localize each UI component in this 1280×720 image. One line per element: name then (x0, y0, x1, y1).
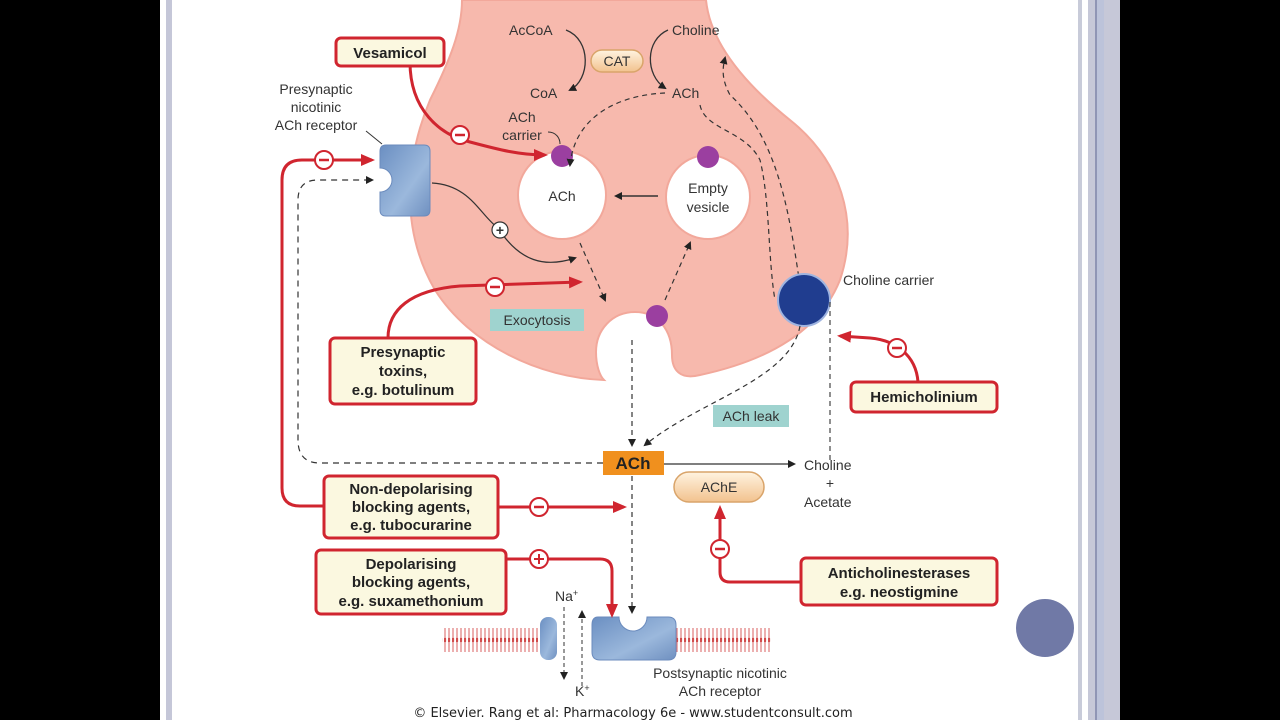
hemicholinium-arrow (837, 330, 920, 383)
acetyl-coa-label: AcCoA (509, 22, 553, 38)
exocytosis-label: Exocytosis (504, 312, 571, 328)
coa-label: CoA (530, 85, 558, 101)
copyright-footer: © Elsevier. Rang et al: Pharmacology 6e … (413, 706, 852, 720)
vesamicol-label: Vesamicol (353, 45, 426, 62)
ach-carrier-label-2: carrier (502, 127, 542, 143)
synaptic-ach-label: ACh (616, 454, 651, 473)
toxins-arrow (386, 276, 583, 339)
ach-carrier-label-1: ACh (508, 109, 535, 125)
choline-carrier-label: Choline carrier (843, 272, 934, 288)
empty-vesicle-carrier-dot (697, 146, 719, 168)
ach-leak-label: ACh leak (723, 408, 781, 424)
slide-nav-dot[interactable] (1016, 599, 1074, 657)
product-choline-label: Choline (804, 457, 852, 473)
right-border-stripe-4 (1097, 0, 1104, 720)
ach-out-dashed (699, 104, 776, 301)
synaptic-ach-box (603, 451, 664, 475)
sodium-label: Na+ (555, 588, 578, 604)
choline-arrow (649, 29, 669, 90)
ach-into-vesicle-dashed (566, 92, 666, 167)
toxins-label-3: e.g. botulinum (352, 382, 455, 399)
facilitation-plus-sign (491, 221, 509, 239)
antiche-arrow (714, 505, 802, 584)
antiche-label-2: e.g. neostigmine (840, 584, 958, 601)
depol-box: Depolarising blocking agents, e.g. suxam… (314, 548, 508, 616)
postsynaptic-receptor (591, 616, 677, 661)
exocytosis-badge (490, 309, 584, 331)
ache-label: AChE (701, 479, 738, 495)
postsynaptic-membrane-left (442, 624, 538, 656)
depol-label-2: blocking agents, (352, 574, 470, 591)
left-border-stripe (166, 0, 172, 720)
recycle-to-empty-dashed (664, 241, 692, 301)
cat-enzyme (590, 49, 644, 73)
nondepol-box: Non-depolarising blocking agents, e.g. t… (322, 474, 500, 540)
vesamicol-arrow (408, 61, 548, 161)
nondepol-label-2: blocking agents, (352, 499, 470, 516)
right-border-stripe-2 (1088, 0, 1120, 720)
choline-carrier (777, 273, 831, 327)
presynaptic-receptor (379, 144, 431, 217)
postsynaptic-receptor-label-1: Postsynaptic nicotinic (653, 665, 787, 681)
nondepol-label-1: Non-depolarising (349, 481, 472, 498)
choline-uptake-dashed (719, 56, 801, 286)
depol-label-1: Depolarising (366, 556, 457, 573)
ach-vesicle-label: ACh (548, 188, 575, 204)
postsynaptic-membrane-right (676, 624, 772, 656)
choline-label: Choline (672, 22, 720, 38)
ion-channel (540, 617, 557, 660)
right-border-stripe-3 (1095, 0, 1097, 720)
presynaptic-receptor-label-1: Presynaptic (279, 81, 352, 97)
potassium-label: K+ (575, 683, 590, 699)
product-plus-label: + (826, 475, 834, 491)
presynaptic-receptor-label-3: ACh receptor (275, 117, 358, 133)
ach-carrier-pointer (547, 131, 561, 145)
ache-enzyme (673, 471, 765, 503)
nondepol-label-3: e.g. tubocurarine (350, 517, 472, 534)
antiche-box: Anticholinesterases e.g. neostigmine (799, 556, 999, 607)
toxins-label-2: toxins, (379, 363, 427, 380)
vesamicol-box: Vesamicol (334, 36, 446, 68)
depol-arrow (500, 557, 618, 618)
empty-vesicle-label-2: vesicle (687, 199, 730, 215)
hemicholinium-box: Hemicholinium (849, 380, 999, 414)
toxins-label-1: Presynaptic (360, 344, 445, 361)
exocytosis-carrier-dot (646, 305, 668, 327)
facilitation-plus-text: + (496, 222, 504, 238)
ach-leak-badge (713, 405, 789, 427)
cat-label: CAT (604, 53, 631, 69)
postsynaptic-receptor-label-2: ACh receptor (679, 683, 762, 699)
empty-vesicle-label-1: Empty (688, 180, 728, 196)
antiche-label-1: Anticholinesterases (828, 565, 971, 582)
product-acetate-label: Acetate (804, 494, 852, 510)
presynaptic-feedback-dashed (297, 176, 603, 464)
presynaptic-receptor-pointer (365, 130, 383, 145)
toxins-box: Presynaptic toxins, e.g. botulinum (328, 336, 478, 406)
ach-synth-label: ACh (672, 85, 699, 101)
hemicholinium-label: Hemicholinium (870, 389, 978, 406)
depol-label-3: e.g. suxamethonium (338, 593, 483, 610)
right-border-stripe-1 (1078, 0, 1082, 720)
presynaptic-receptor-label-2: nicotinic (291, 99, 342, 115)
acetyl-coa-arrow (565, 29, 586, 91)
nondepol-to-presynaptic-arrow (280, 154, 375, 508)
vesicle-to-exocytosis-dashed (579, 242, 607, 302)
ach-leak-dashed (643, 325, 801, 447)
